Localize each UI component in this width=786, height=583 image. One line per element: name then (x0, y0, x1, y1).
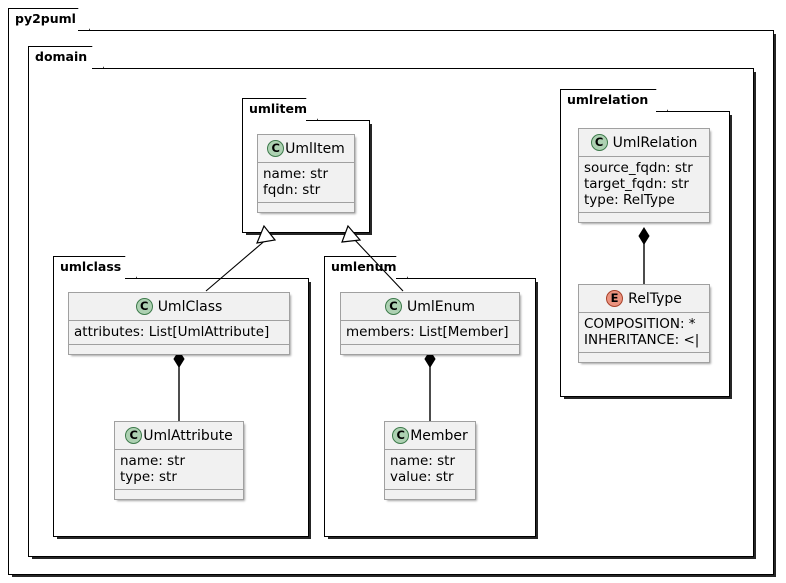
attribute-row: INHERITANCE: <| (584, 332, 700, 348)
class-attributes-reltype: COMPOSITION: * INHERITANCE: <| (579, 313, 709, 353)
package-label-py2puml: py2puml (15, 11, 76, 27)
class-attributes-umlrelation: source_fqdn: str target_fqdn: str type: … (579, 157, 709, 213)
class-attributes-umlenum: members: List[Member] (341, 321, 519, 345)
package-tab-umlitem: umlitem (242, 98, 318, 120)
attribute-row: COMPOSITION: * (584, 316, 696, 332)
class-box-umlrelation[interactable]: C UmlRelation source_fqdn: str target_fq… (578, 128, 710, 223)
class-attributes-umlclass: attributes: List[UmlAttribute] (69, 321, 289, 345)
package-seam-domain (29, 67, 93, 70)
attribute-row: name: str (263, 166, 329, 182)
package-tab-umlrelation: umlrelation (560, 89, 668, 111)
class-header-reltype: E RelType (579, 285, 709, 313)
attribute-row: fqdn: str (263, 182, 321, 198)
class-methods-member (385, 490, 475, 499)
class-methods-umlitem (258, 203, 354, 212)
class-methods-umlenum (341, 345, 519, 354)
class-name-umlclass: UmlClass (157, 298, 223, 315)
attribute-row: name: str (120, 453, 186, 469)
package-tab-py2puml: py2puml (8, 8, 90, 30)
class-name-umlrelation: UmlRelation (612, 134, 698, 151)
package-label-umlitem: umlitem (249, 101, 307, 117)
class-box-umlattribute[interactable]: C UmlAttribute name: str type: str (114, 421, 244, 500)
class-badge-icon: C (590, 134, 608, 151)
attribute-row: source_fqdn: str (584, 160, 693, 176)
class-badge-icon: C (392, 427, 410, 444)
class-header-umlenum: C UmlEnum (341, 293, 519, 321)
class-attributes-member: name: str value: str (385, 450, 475, 490)
class-header-umlclass: C UmlClass (69, 293, 289, 321)
class-header-umlattribute: C UmlAttribute (115, 422, 243, 450)
package-tab-umlclass: umlclass (53, 256, 137, 278)
package-label-umlenum: umlenum (331, 259, 397, 275)
package-seam-umlrelation (561, 110, 657, 113)
attribute-row: value: str (390, 469, 454, 485)
class-box-umlclass[interactable]: C UmlClass attributes: List[UmlAttribute… (68, 292, 290, 355)
class-name-umlitem: UmlItem (285, 140, 345, 157)
package-seam-py2puml (9, 29, 79, 32)
class-header-member: C Member (385, 422, 475, 450)
class-methods-umlrelation (579, 213, 709, 222)
class-name-reltype: RelType (628, 290, 682, 307)
class-name-umlattribute: UmlAttribute (143, 427, 233, 444)
package-tab-domain: domain (28, 46, 104, 68)
package-label-domain: domain (35, 49, 88, 65)
package-label-umlclass: umlclass (60, 259, 122, 275)
class-badge-icon: C (384, 298, 402, 315)
package-seam-umlclass (54, 277, 126, 280)
class-methods-umlattribute (115, 490, 243, 499)
class-attributes-umlattribute: name: str type: str (115, 450, 243, 490)
attribute-row: attributes: List[UmlAttribute] (74, 324, 270, 340)
class-methods-umlclass (69, 345, 289, 354)
package-seam-umlenum (325, 277, 397, 280)
package-tab-umlenum: umlenum (324, 256, 408, 278)
class-header-umlitem: C UmlItem (258, 135, 354, 163)
class-name-member: Member (410, 427, 468, 444)
class-name-umlenum: UmlEnum (406, 298, 475, 315)
class-methods-reltype (579, 353, 709, 362)
class-badge-icon: C (267, 140, 285, 157)
class-attributes-umlitem: name: str fqdn: str (258, 163, 354, 203)
attribute-row: type: str (120, 469, 177, 485)
class-box-umlenum[interactable]: C UmlEnum members: List[Member] (340, 292, 520, 355)
class-badge-icon: C (125, 427, 143, 444)
enum-badge-icon: E (606, 290, 624, 307)
class-box-umlitem[interactable]: C UmlItem name: str fqdn: str (257, 134, 355, 213)
attribute-row: name: str (390, 453, 456, 469)
class-header-umlrelation: C UmlRelation (579, 129, 709, 157)
class-box-member[interactable]: C Member name: str value: str (384, 421, 476, 500)
package-seam-umlitem (243, 119, 307, 122)
class-box-reltype[interactable]: E RelType COMPOSITION: * INHERITANCE: <| (578, 284, 710, 363)
package-label-umlrelation: umlrelation (567, 92, 649, 108)
attribute-row: target_fqdn: str (584, 176, 689, 192)
class-badge-icon: C (135, 298, 153, 315)
attribute-row: type: RelType (584, 192, 675, 208)
attribute-row: members: List[Member] (346, 324, 509, 340)
